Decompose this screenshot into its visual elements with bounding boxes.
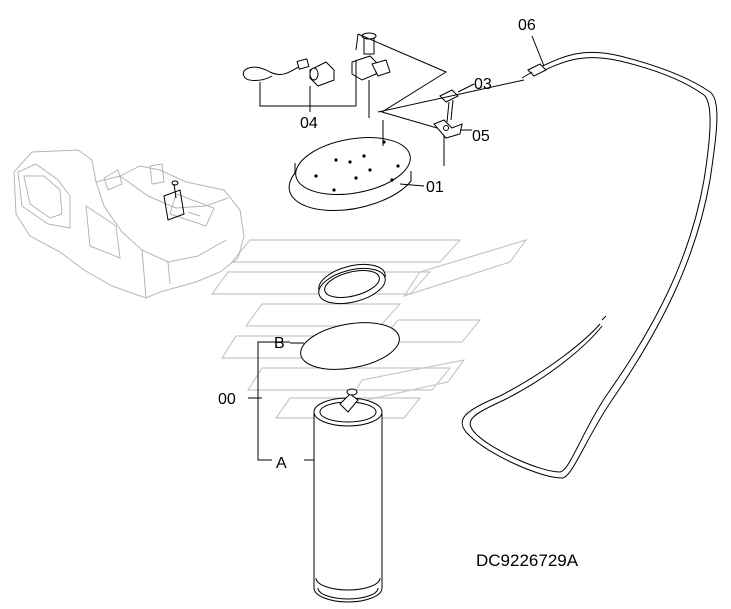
filter-location-mark	[163, 180, 185, 221]
callout-00: 00	[218, 391, 236, 408]
sensor-cable-06	[377, 35, 718, 479]
callout-06: 06	[518, 17, 536, 34]
callout-A: A	[276, 455, 287, 472]
callout-03: 03	[474, 76, 492, 93]
connector-assembly-04	[242, 32, 448, 166]
clip-05	[433, 119, 472, 139]
filter-element-A	[304, 388, 383, 603]
callout-01: 01	[426, 179, 444, 196]
drawing-code: DC9226729A	[476, 551, 579, 570]
callout-05: 05	[472, 128, 490, 145]
gasket-B	[290, 322, 400, 370]
bolt-03	[439, 83, 475, 123]
callout-04: 04	[300, 115, 318, 132]
cover-plate-01	[288, 137, 425, 211]
excavator-outline	[13, 149, 245, 299]
assembly-bracket-00	[248, 341, 290, 461]
callout-B: B	[274, 335, 285, 352]
snap-ring	[318, 263, 386, 305]
